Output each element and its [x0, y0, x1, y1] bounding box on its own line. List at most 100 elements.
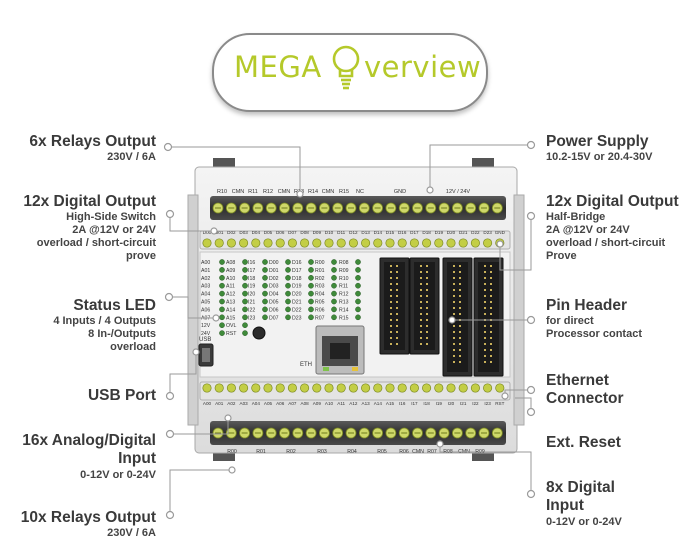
pin-label: I16: [399, 401, 406, 406]
title-badge: MEGA verview: [212, 33, 488, 112]
header-pin: [453, 313, 455, 315]
pin-contact[interactable]: [446, 383, 456, 393]
pin-contact[interactable]: [373, 383, 383, 393]
pin-contact[interactable]: [385, 238, 395, 248]
pin-label: D06: [276, 230, 285, 235]
pin-contact[interactable]: [336, 238, 346, 248]
pin-contact[interactable]: [434, 383, 444, 393]
header-pin: [459, 343, 461, 345]
pin-contact[interactable]: [483, 383, 493, 393]
header-pin: [459, 271, 461, 273]
pin-contact[interactable]: [373, 238, 383, 248]
pin-label: I23: [484, 401, 491, 406]
pin-label: A15: [386, 401, 395, 406]
pin-contact[interactable]: [300, 238, 310, 248]
status-led: [331, 298, 337, 305]
header-pin: [426, 289, 428, 291]
eth-label: ETH: [300, 362, 312, 368]
status-led: [262, 306, 268, 313]
pin-label: A07: [288, 401, 297, 406]
callout-dots: [163, 140, 536, 520]
status-led: [262, 290, 268, 297]
led-label: D18: [292, 276, 302, 282]
pin-contact[interactable]: [446, 238, 456, 248]
pin-contact[interactable]: [226, 238, 236, 248]
status-led: [285, 259, 291, 265]
pin-contact[interactable]: [312, 238, 322, 248]
pin-contact[interactable]: [458, 238, 468, 248]
pin-contact[interactable]: [226, 383, 236, 393]
pin-contact[interactable]: [336, 383, 346, 393]
ethernet-led-yellow: [352, 367, 358, 371]
pin-label: D11: [337, 230, 346, 235]
pin-contact[interactable]: [239, 238, 249, 248]
pin-header-slot: [447, 262, 468, 372]
pin-contact[interactable]: [458, 383, 468, 393]
pin-contact[interactable]: [324, 238, 334, 248]
led-label: R06: [315, 307, 325, 313]
led-label: R07: [315, 315, 325, 321]
pin-label: I18: [423, 401, 430, 406]
pin-contact[interactable]: [275, 383, 285, 393]
pin-contact[interactable]: [251, 238, 261, 248]
pin-contact[interactable]: [397, 383, 407, 393]
pin-contact[interactable]: [287, 238, 297, 248]
pin-contact[interactable]: [385, 383, 395, 393]
pin-contact[interactable]: [434, 238, 444, 248]
pin-label: A13: [362, 401, 371, 406]
pin-label: A09: [313, 401, 322, 406]
pin-label: D20: [447, 230, 456, 235]
header-pin: [396, 343, 398, 345]
pin-contact[interactable]: [287, 383, 297, 393]
pin-label: D08: [300, 230, 309, 235]
led-label: A06: [201, 307, 210, 313]
pin-contact[interactable]: [483, 238, 493, 248]
status-led: [219, 330, 225, 336]
bottom-terminal-strip: [210, 421, 506, 445]
pin-contact[interactable]: [495, 383, 505, 393]
pin-label: D18: [422, 230, 431, 235]
pin-contact[interactable]: [324, 383, 334, 393]
pin-label: RST: [495, 401, 504, 406]
header-pin: [453, 289, 455, 291]
pin-contact[interactable]: [361, 383, 371, 393]
pin-contact[interactable]: [251, 383, 261, 393]
led-label: D03: [269, 284, 279, 290]
usb-label: USB: [199, 337, 211, 343]
pin-contact[interactable]: [202, 238, 212, 248]
pin-contact[interactable]: [470, 383, 480, 393]
led-label: R02: [315, 276, 325, 282]
pin-contact[interactable]: [275, 238, 285, 248]
pin-contact[interactable]: [202, 383, 212, 393]
pin-contact[interactable]: [214, 238, 224, 248]
pin-contact[interactable]: [409, 238, 419, 248]
pin-contact[interactable]: [300, 383, 310, 393]
pin-contact[interactable]: [397, 238, 407, 248]
pin-contact[interactable]: [470, 238, 480, 248]
pin-contact[interactable]: [348, 383, 358, 393]
led-label: R00: [315, 260, 325, 266]
led-label: R12: [339, 292, 349, 298]
pin-contact[interactable]: [409, 383, 419, 393]
pin-label: D16: [398, 230, 407, 235]
pin-contact[interactable]: [422, 238, 432, 248]
pin-contact[interactable]: [361, 238, 371, 248]
pin-contact[interactable]: [348, 238, 358, 248]
pin-contact[interactable]: [422, 383, 432, 393]
pin-contact[interactable]: [214, 383, 224, 393]
header-pin: [426, 313, 428, 315]
pin-contact[interactable]: [312, 383, 322, 393]
bottom-terminal-label: R06: [399, 449, 409, 455]
label-power-supply: Power Supply 10.2-15V or 20.4-30V: [546, 133, 653, 164]
reset-button[interactable]: [252, 326, 266, 340]
header-pin: [396, 271, 398, 273]
pin-contact[interactable]: [263, 238, 273, 248]
header-pin: [420, 295, 422, 297]
led-label: R15: [339, 315, 349, 321]
pin-contact[interactable]: [239, 383, 249, 393]
status-led: [355, 274, 361, 281]
pin-label: D01: [215, 230, 224, 235]
led-label: D22: [292, 307, 302, 313]
header-pin: [396, 289, 398, 291]
pin-contact[interactable]: [263, 383, 273, 393]
